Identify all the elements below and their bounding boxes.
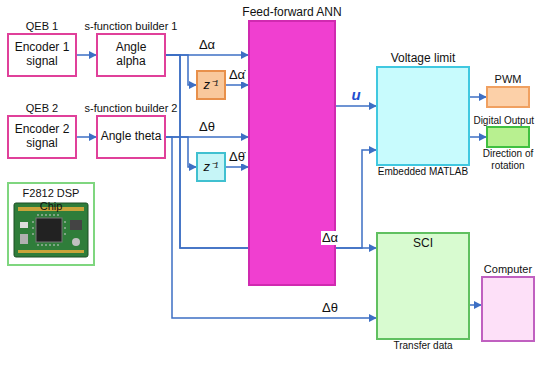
signal-arrow (226, 166, 248, 168)
node-text: Encoder 1 signal (11, 41, 73, 69)
pwm-box: PWM (486, 86, 530, 108)
node-text: s-function builder 1 (85, 20, 178, 33)
signal-label: Δθ (198, 120, 216, 134)
signal-label: u (350, 87, 361, 104)
node-text: Angle theta (100, 130, 162, 144)
node-text: PWM (495, 73, 522, 86)
sci-block: SCITransfer data (376, 232, 470, 340)
node-text: z⁻¹ (200, 78, 222, 93)
dsp-chip-box: F2812 DSP Chip (7, 182, 95, 266)
signal-label: Δα̇ (228, 68, 246, 82)
encoder-box: QEB 1Encoder 1 signal (7, 33, 77, 77)
signal-arrow (77, 136, 96, 138)
node-text: Computer (484, 263, 532, 276)
signal-arrow (166, 137, 196, 167)
node-text: QEB 2 (26, 102, 58, 115)
board-connector (18, 250, 84, 253)
node-text: Embedded MATLAB (378, 166, 468, 178)
signal-arrow (77, 54, 96, 56)
node-text: s-function builder 2 (85, 102, 178, 115)
voltage-limit-block: Voltage limitEmbedded MATLAB (376, 66, 470, 166)
board-part (70, 220, 82, 230)
node-text: Feed-forward ANN (242, 6, 341, 20)
signal-arrow (166, 55, 196, 85)
encoder-box: QEB 2Encoder 2 signal (7, 115, 77, 159)
node-text: Transfer data (393, 340, 452, 352)
node-text: SCI (380, 237, 466, 251)
node-text: Digital Output (473, 115, 534, 127)
node-text: Voltage limit (391, 52, 456, 66)
delay-box: z⁻¹ (196, 70, 226, 100)
signal-label: Δα (321, 231, 339, 245)
node-text: QEB 1 (26, 20, 58, 33)
board-part (20, 234, 28, 244)
node-text: Direction of rotation (476, 148, 540, 171)
signal-arrow (166, 136, 248, 138)
node-text: Encoder 2 signal (11, 123, 73, 151)
signal-arrow (470, 136, 486, 138)
digital-output-box: Digital OutputDirection of rotation (486, 126, 530, 148)
sfunction-box: s-function builder 2Angle theta (96, 115, 166, 159)
signal-arrow (336, 105, 376, 107)
chip-pins (32, 214, 66, 246)
signal-label: Δθ̇ (228, 150, 246, 164)
node-text: F2812 DSP Chip (11, 187, 91, 212)
signal-arrow (470, 96, 486, 98)
delay-box: z⁻¹ (196, 152, 226, 182)
board-part (72, 238, 80, 246)
computer-box: Computer (481, 276, 535, 342)
signal-label: Δθ (321, 301, 339, 315)
signal-arrow (226, 84, 248, 86)
ann-block: Feed-forward ANN (248, 20, 336, 286)
node-text: z⁻¹ (200, 160, 222, 175)
signal-label: Δα (198, 38, 216, 52)
sfunction-box: s-function builder 1Angle alpha (96, 33, 166, 77)
signal-arrow (470, 304, 481, 306)
board-part (20, 222, 28, 228)
dsp-chip (36, 218, 62, 242)
node-text: Angle alpha (100, 41, 162, 69)
